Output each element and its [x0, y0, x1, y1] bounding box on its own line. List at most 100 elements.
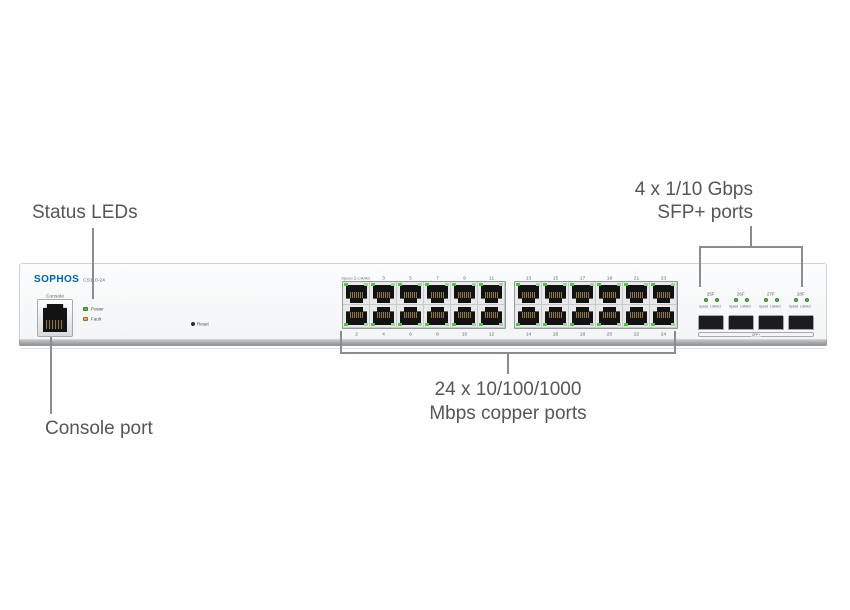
lnkact-label: Lnk/Act: [739, 304, 751, 309]
lnkact-label: Lnk/Act: [357, 276, 371, 281]
rj45-jack-icon: [572, 307, 593, 325]
rj45-port: [424, 282, 451, 305]
port-number: 10: [461, 331, 468, 337]
sophos-logo: SOPHOS: [34, 274, 80, 285]
port-lnkact-led-icon: [644, 323, 648, 326]
port-number: 1: [353, 275, 357, 281]
rj45-port: [424, 305, 451, 328]
console-port-annotation: Console port: [45, 418, 153, 439]
rj45-jack-icon: [572, 285, 593, 303]
port-number: 6: [409, 331, 412, 337]
port-number: 23: [660, 275, 667, 281]
rj45-port: [370, 305, 397, 328]
sfp-speed-led-icon: [733, 298, 738, 302]
rj45-port: [569, 282, 596, 305]
status-leds-annotation: Status LEDs: [32, 202, 138, 223]
port-lnkact-led-icon: [472, 283, 476, 286]
rj45-port: [478, 305, 505, 328]
lnkact-label: Lnk/Act: [799, 304, 811, 309]
port-number: 22: [633, 331, 640, 337]
rj45-port: [370, 282, 397, 305]
fault-led-icon: [83, 317, 88, 321]
rj45-port: [623, 282, 650, 305]
port-number: 9: [463, 275, 466, 281]
speed-label: Speed: [788, 304, 798, 309]
sfp-lnkact-led-icon: [774, 298, 779, 302]
speed-label: Speed: [758, 304, 768, 309]
sfp-led-row: [763, 298, 779, 302]
port-speed-led-icon: [597, 323, 601, 326]
sfp-group-bracket: SFP+: [698, 332, 814, 337]
rj45-jack-icon: [400, 307, 421, 325]
rj45-jack-icon: [599, 285, 620, 303]
copper-ports-annotation: 24 x 10/100/1000 Mbps copper ports: [333, 378, 683, 426]
port-lnkact-led-icon: [499, 323, 503, 326]
power-led-row: Power: [83, 304, 117, 314]
rj45-jack-icon: [373, 285, 394, 303]
port-number: 12: [488, 331, 495, 337]
sfp-ports-annotation: 4 x 1/10 Gbps SFP+ ports: [635, 178, 753, 224]
port-speed-led-icon: [624, 323, 628, 326]
port-speed-led-icon: [371, 283, 375, 286]
port-lnkact-led-icon: [671, 323, 675, 326]
port-number: 15: [552, 275, 559, 281]
speed-label: Speed: [341, 276, 353, 281]
rj45-port: [515, 282, 542, 305]
rj45-port: [343, 305, 370, 328]
sfp-annotation-line1: 4 x 1/10 Gbps: [634, 179, 753, 200]
port-speed-led-icon: [597, 283, 601, 286]
reset-button-icon: [191, 322, 195, 326]
port-speed-led-icon: [516, 323, 520, 326]
sfp-callout-stub: [750, 226, 752, 248]
sfp-annotation-line2: SFP+ ports: [657, 202, 753, 223]
port-lnkact-led-icon: [617, 323, 621, 326]
status-leds-callout-line: [92, 228, 94, 299]
port-number: 2: [355, 331, 358, 337]
port-number: 21: [633, 275, 640, 281]
port-number: 20: [606, 331, 613, 337]
port-number: 17: [579, 275, 586, 281]
rj45-jack-icon: [545, 307, 566, 325]
rj45-jack-icon: [454, 285, 475, 303]
lnkact-label: Lnk/Act: [769, 304, 781, 309]
port-speed-led-icon: [543, 283, 547, 286]
port-speed-led-icon: [516, 283, 520, 286]
rj45-port: [397, 305, 424, 328]
port-speed-led-icon: [624, 283, 628, 286]
rj45-port: [542, 282, 569, 305]
console-port-label: Console: [45, 293, 65, 299]
port-lnkact-led-icon: [418, 323, 422, 326]
sfp-speed-led-icon: [793, 298, 798, 302]
port-lnkact-led-icon: [536, 283, 540, 286]
sfp-group-label: SFP+: [751, 333, 761, 337]
rj45-jack-icon: [626, 285, 647, 303]
port-speed-led-icon: [651, 323, 655, 326]
port-number: 5: [409, 275, 412, 281]
port-lnkact-led-icon: [590, 283, 594, 286]
reset-label: Reset: [197, 321, 209, 327]
port-grid: [343, 282, 505, 328]
rj45-port: [343, 282, 370, 305]
port-speed-led-icon: [344, 323, 348, 326]
sfp-lnkact-led-icon: [804, 298, 809, 302]
sfp-cage-icon: [788, 315, 814, 330]
port-number: 18: [579, 331, 586, 337]
rj45-port: [596, 282, 623, 305]
sfp-led-row: [733, 298, 749, 302]
rj45-port: [650, 305, 677, 328]
port-speed-led-icon: [425, 323, 429, 326]
rj45-jack-icon: [599, 307, 620, 325]
port-speed-led-icon: [570, 283, 574, 286]
sfp-led-row: [703, 298, 719, 302]
console-rj45-port: [37, 299, 73, 337]
speed-label: Speed: [698, 304, 708, 309]
port-speed-led-icon: [398, 283, 402, 286]
port-speed-led-icon: [479, 283, 483, 286]
